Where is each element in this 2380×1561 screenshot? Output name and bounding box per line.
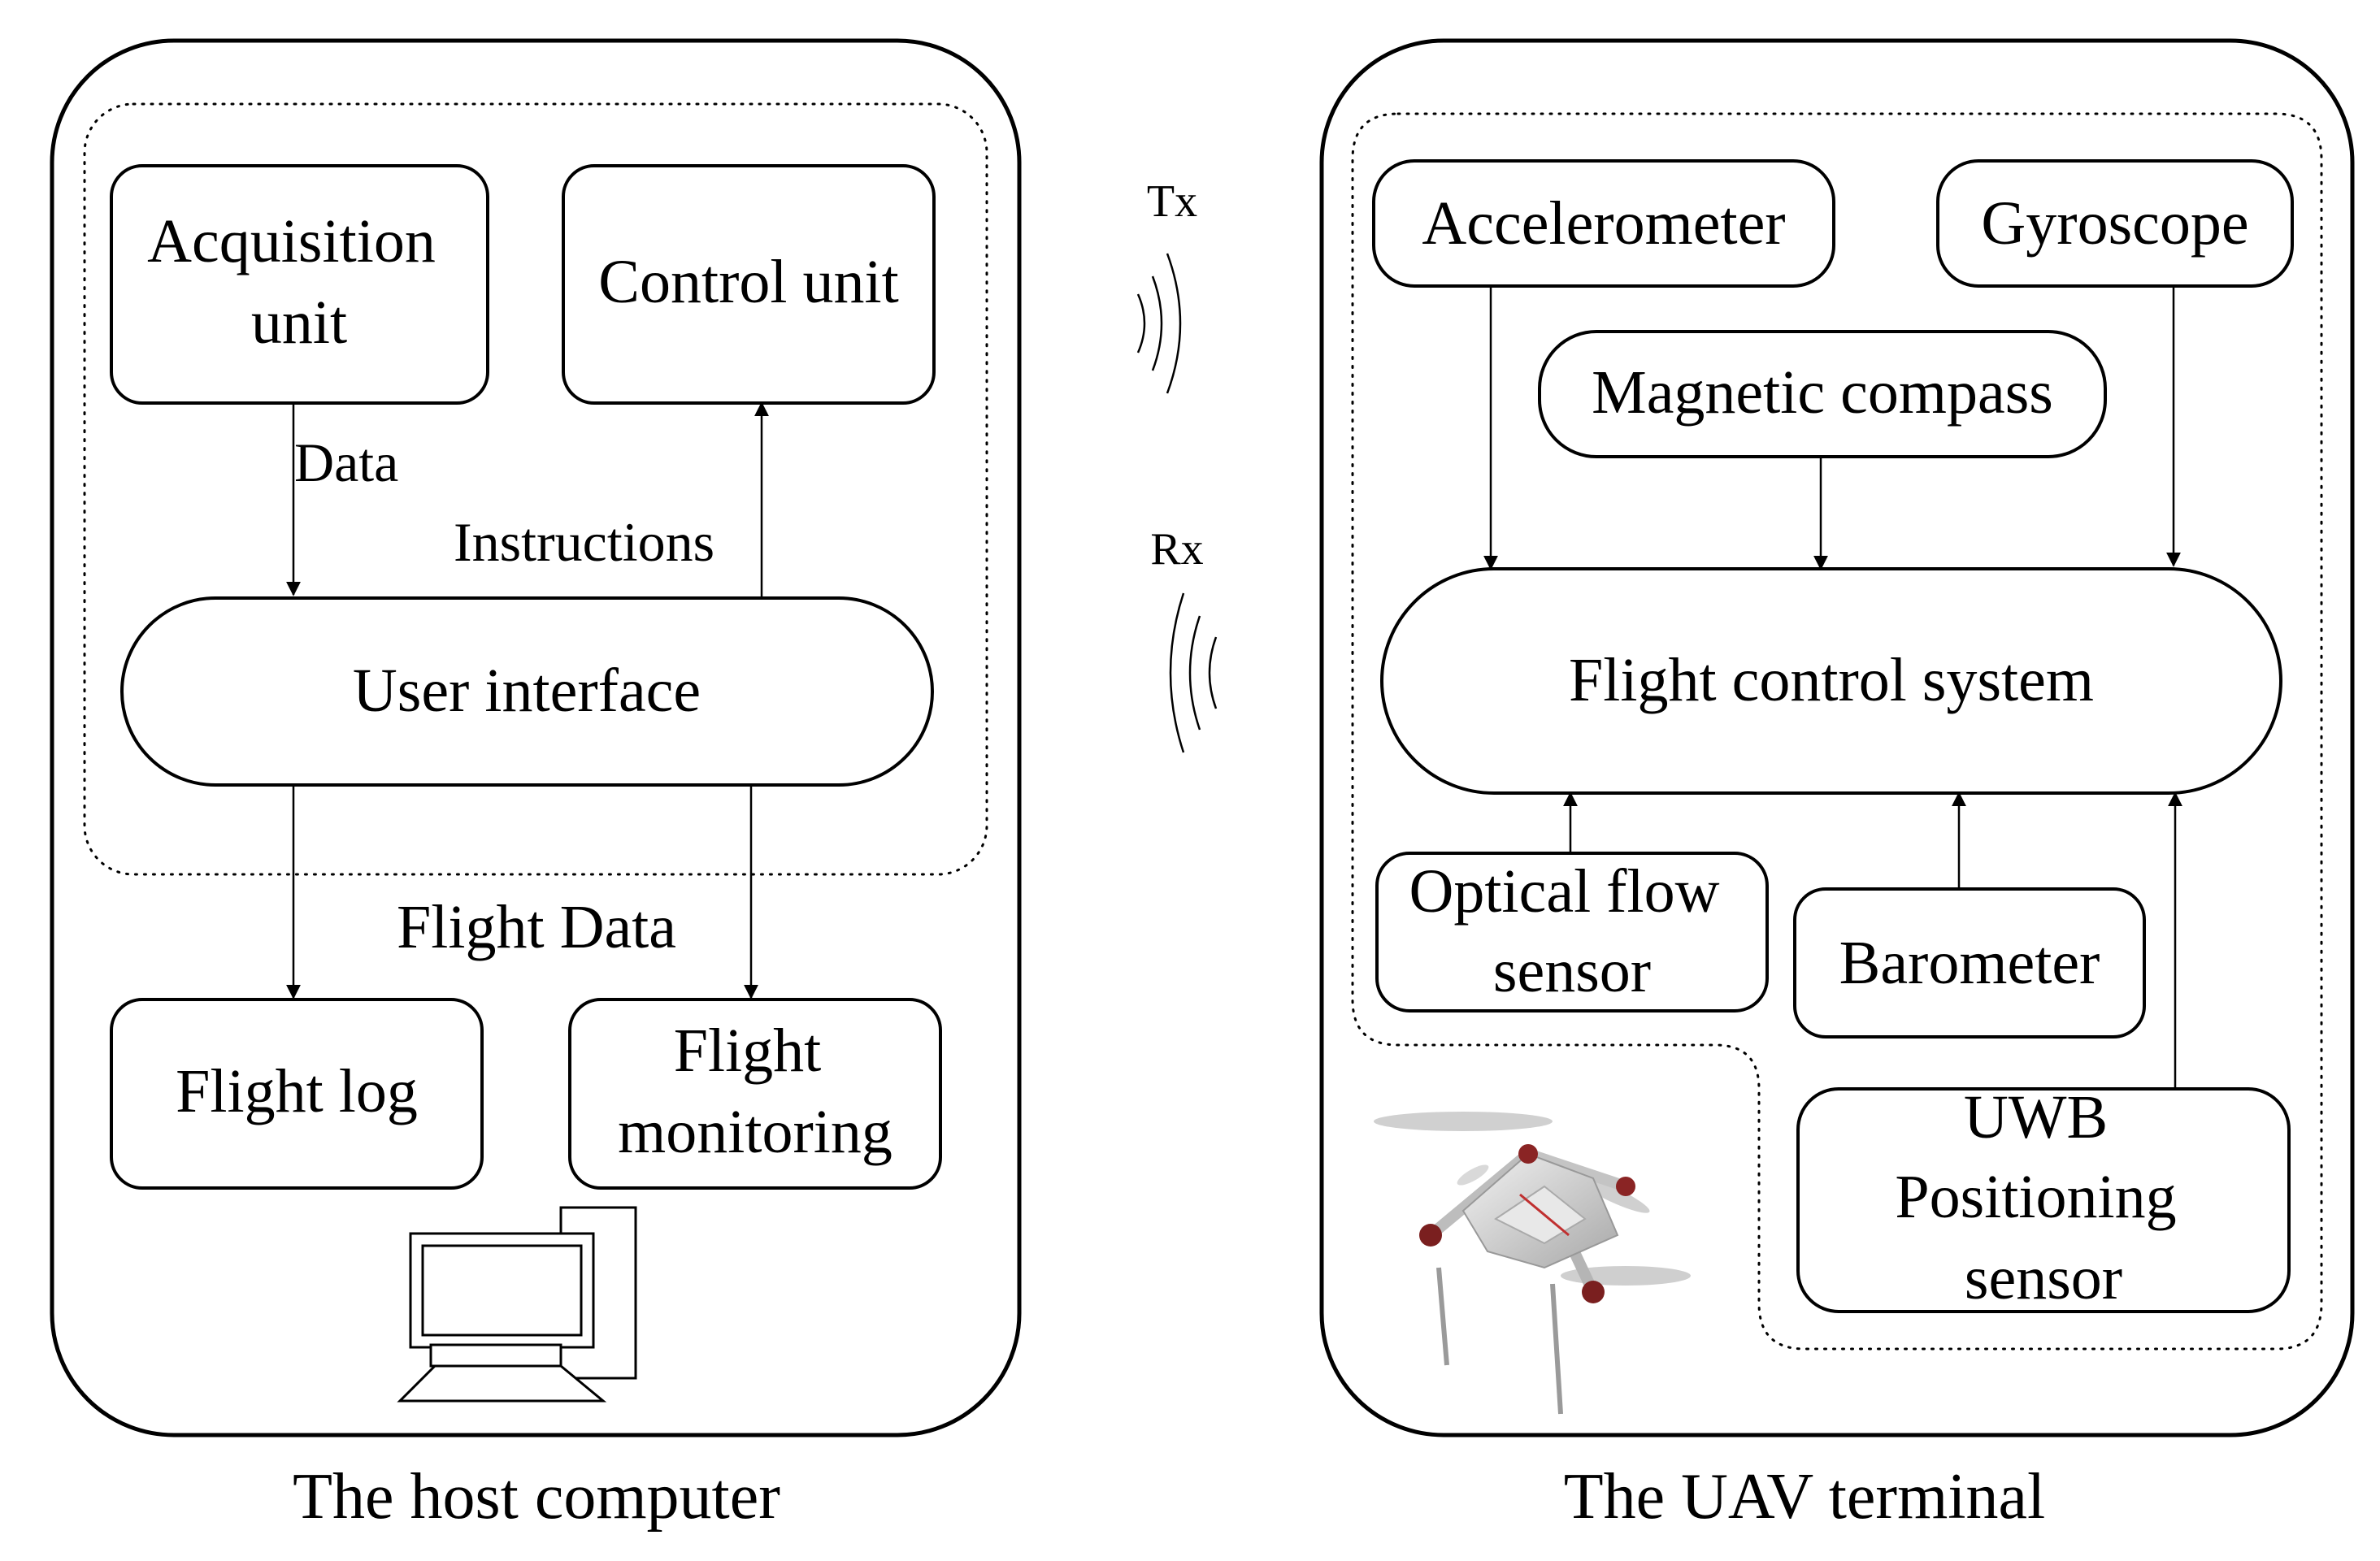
data-label: Data (294, 431, 398, 493)
flight-control-system-box (1380, 567, 2282, 795)
desktop-computer-icon (397, 1206, 637, 1403)
accelerometer-box (1372, 159, 1835, 288)
uwb-positioning-sensor-label: UWB Positioning sensor (1895, 1083, 2191, 1312)
optical-flow-sensor-box (1375, 852, 1769, 1012)
uav-terminal-panel: Accelerometer Gyroscope Magnetic compass… (1319, 38, 2355, 1533)
flight-data-label: Flight Data (397, 893, 676, 961)
host-caption: The host computer (293, 1461, 780, 1533)
quadcopter-drone-icon (1374, 1112, 1691, 1415)
rx-label: Rx (1150, 524, 1203, 575)
flight-monitoring-label: Flight monitoring (618, 1017, 892, 1166)
gyroscope-label: Gyroscope (1981, 189, 2248, 258)
barometer-label: Barometer (1839, 929, 2100, 997)
acquisition-unit-label: Acquisition unit (147, 207, 451, 357)
acquisition-unit-box (110, 164, 489, 405)
host-computer-panel: Acquisition unit Control unit Data Instr… (50, 38, 1022, 1533)
magnetic-compass-box (1538, 330, 2107, 458)
control-unit-label: Control unit (598, 248, 898, 316)
uav-dotted-region (1351, 112, 2323, 1351)
uav-outer-frame (1319, 38, 2355, 1437)
accelerometer-label: Accelerometer (1422, 189, 1785, 258)
control-unit-box (562, 164, 936, 405)
tx-label: Tx (1147, 176, 1197, 227)
flight-log-label: Flight log (176, 1057, 418, 1125)
optical-flow-sensor-label: Optical flow sensor (1409, 857, 1735, 1005)
wireless-link: Tx Rx (1136, 176, 1218, 753)
flight-control-system-label: Flight control system (1569, 646, 2094, 714)
tx-wave-icon (1136, 253, 1182, 394)
host-dotted-region (83, 102, 988, 876)
magnetic-compass-label: Magnetic compass (1592, 358, 2053, 427)
flight-monitoring-box (568, 998, 942, 1190)
uwb-positioning-sensor-box (1796, 1087, 2291, 1313)
instructions-label: Instructions (454, 511, 714, 573)
barometer-box (1793, 887, 2146, 1038)
user-interface-box (120, 596, 934, 787)
rx-wave-icon (1169, 592, 1218, 753)
flight-log-box (110, 998, 484, 1190)
uav-caption: The UAV terminal (1564, 1461, 2046, 1533)
host-outer-frame (50, 38, 1022, 1437)
user-interface-label: User interface (353, 657, 701, 725)
gyroscope-box (1936, 159, 2294, 288)
